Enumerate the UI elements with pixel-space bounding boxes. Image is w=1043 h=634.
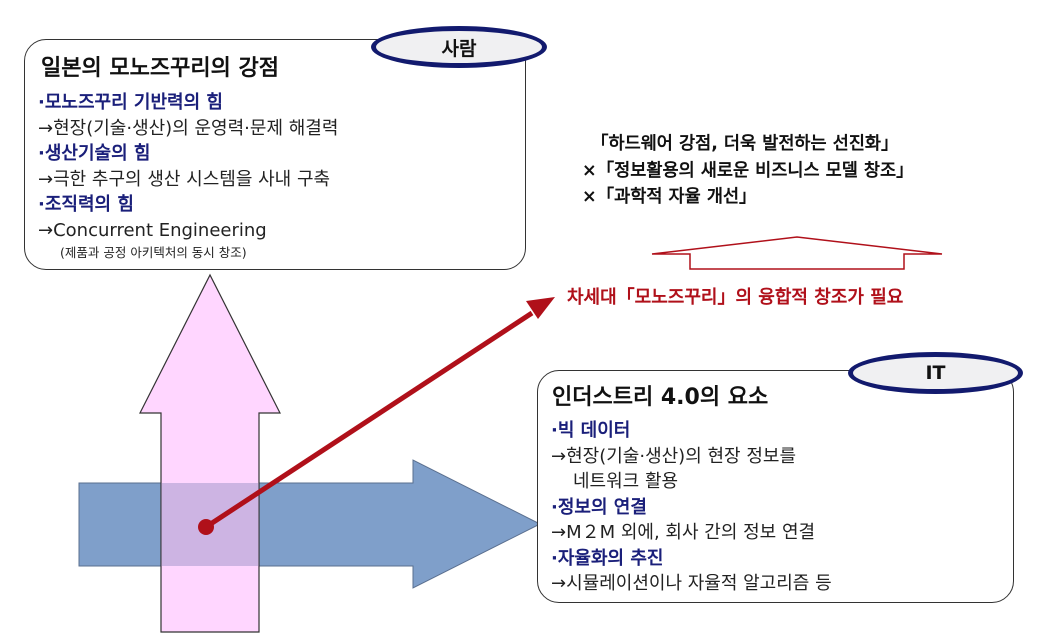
strength-heading: ·조직력의 힘 bbox=[38, 194, 134, 215]
strength-list: ·모노즈꾸리 기반력의 힘 →현장(기술·생산)의 운영력·문제 해결력 ·생산… bbox=[38, 90, 338, 263]
origin-dot bbox=[198, 519, 214, 535]
people-badge: 사람 bbox=[371, 26, 547, 68]
strength-heading: ·모노즈꾸리 기반력의 힘 bbox=[38, 92, 223, 113]
fusion-arrow-head bbox=[526, 297, 555, 319]
condition-line: ×「정보활용의 새로운 비즈니스 모델 창조」 bbox=[582, 160, 914, 181]
box-title: 인더스트리 4.0의 요소 bbox=[552, 385, 769, 410]
strength-detail: →극한 추구의 생산 시스템을 사내 구축 bbox=[38, 168, 331, 190]
horizontal-it-arrow bbox=[78, 459, 542, 589]
element-list: ·빅 데이터 →현장(기술·생산)의 현장 정보를 네트워크 활용 ·정보의 연… bbox=[551, 418, 832, 597]
outline-up-arrow bbox=[651, 236, 943, 270]
strength-detail: →현장(기술·생산)의 운영력·문제 해결력 bbox=[38, 117, 339, 139]
conditions-text: 「하드웨어 강점, 더욱 발전하는 선진화」 ×「정보활용의 새로운 비즈니스 … bbox=[582, 131, 914, 211]
strength-detail: →Concurrent Engineering bbox=[38, 219, 267, 241]
box-title: 일본의 모노즈꾸리의 강점 bbox=[41, 56, 279, 81]
element-heading: ·빅 데이터 bbox=[551, 420, 631, 441]
element-detail: 네트워크 활용 bbox=[573, 471, 679, 492]
element-heading: ·정보의 연결 bbox=[551, 496, 647, 518]
monozukuri-strengths-box: 일본의 모노즈꾸리의 강점 ·모노즈꾸리 기반력의 힘 →현장(기술·생산)의 … bbox=[24, 39, 526, 270]
element-detail: →시뮬레이션이나 자율적 알고리즘 등 bbox=[551, 573, 832, 594]
conclusion-text: 차세대「모노즈꾸리」의 융합적 창조가 필요 bbox=[567, 287, 904, 308]
condition-line: ×「과학적 자율 개선」 bbox=[582, 187, 757, 207]
strength-heading: ·생산기술의 힘 bbox=[38, 143, 151, 164]
industry40-box: 인더스트리 4.0의 요소 ·빅 데이터 →현장(기술·생산)의 현장 정보를 … bbox=[537, 370, 1014, 603]
fusion-arrow-line bbox=[204, 310, 534, 530]
strength-note: (제품과 공정 아키텍처의 동시 창조) bbox=[60, 245, 247, 260]
element-detail: →현장(기술·생산)의 현장 정보를 bbox=[551, 445, 797, 467]
element-heading: ·자율화의 추진 bbox=[551, 547, 664, 569]
vertical-people-arrow bbox=[139, 273, 281, 633]
condition-line: 「하드웨어 강점, 더욱 발전하는 선진화」 bbox=[591, 134, 899, 154]
element-detail: →M２M 외에, 회사 간의 정보 연결 bbox=[551, 522, 816, 543]
it-badge: IT bbox=[848, 352, 1023, 394]
